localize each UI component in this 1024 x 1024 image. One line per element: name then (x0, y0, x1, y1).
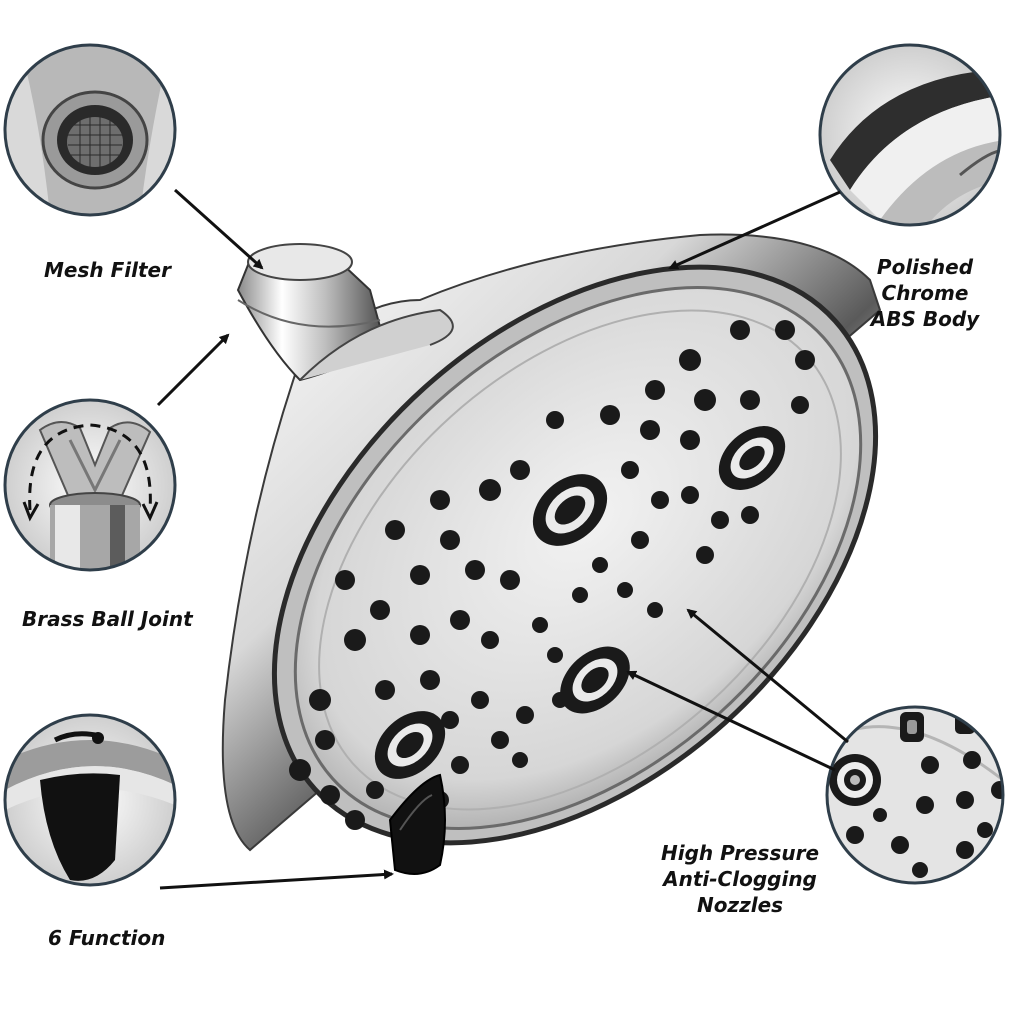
chrome-body-label-line-1: Polished (876, 255, 974, 279)
spray-rings (374, 426, 786, 779)
ball-joint-detail (3, 398, 177, 572)
six-function-label: 6 Function (48, 926, 166, 950)
nozzles-label: High Pressure Anti-Clogging Nozzles (660, 840, 820, 918)
nozzles-detail (825, 705, 1005, 885)
nozzles (289, 320, 815, 830)
function-lever (388, 773, 446, 875)
nozzles-label-line-3: Nozzles (696, 893, 784, 917)
chrome-body-label-line-3: ABS Body (870, 307, 980, 331)
function-lever-detail (3, 713, 177, 887)
chrome-body-detail (818, 43, 1002, 227)
ball-joint-label: Brass Ball Joint (22, 607, 193, 631)
callout-arrows (156, 188, 849, 890)
ball-joint-connector (236, 243, 454, 382)
nozzles-label-line-1: High Pressure (660, 841, 820, 865)
chrome-body-label: Polished Chrome ABS Body (870, 254, 980, 332)
shower-head (221, 233, 882, 875)
chrome-body-label-line-2: Chrome (881, 281, 969, 305)
mesh-filter-detail (3, 43, 177, 217)
mesh-filter-label: Mesh Filter (44, 258, 171, 282)
nozzles-label-line-2: Anti-Clogging (663, 867, 817, 891)
